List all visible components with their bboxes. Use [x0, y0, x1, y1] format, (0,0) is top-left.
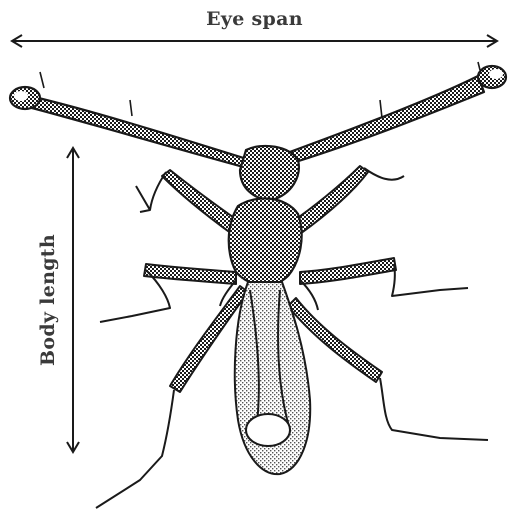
- eye-span-label: Eye span: [0, 8, 509, 30]
- body-length-label: Body length: [37, 200, 59, 400]
- thorax: [229, 198, 302, 285]
- body-length-arrow: [67, 148, 79, 452]
- head: [240, 146, 299, 200]
- eye-span-arrow: [12, 35, 497, 47]
